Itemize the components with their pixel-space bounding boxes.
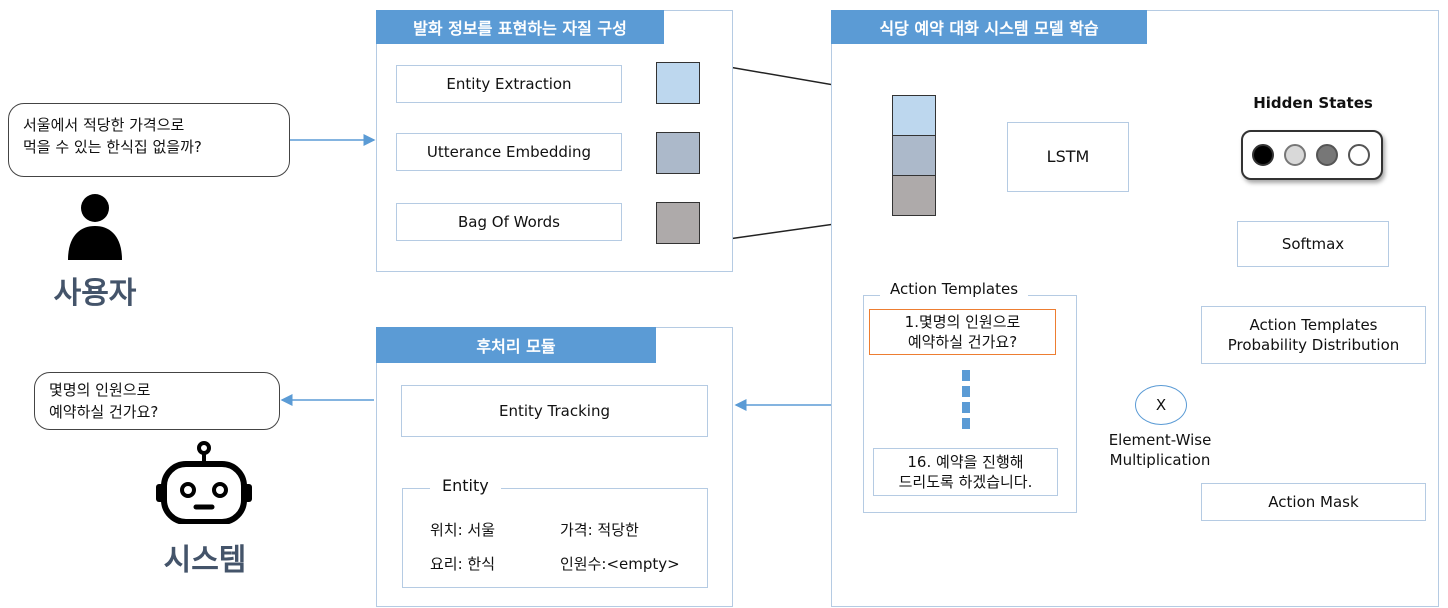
person-icon [62, 192, 128, 262]
multiply-node: X [1135, 385, 1187, 425]
probability-distribution-line1: Action Templates [1249, 316, 1378, 334]
bow-feature-square [656, 202, 700, 244]
system-label: 시스템 [163, 543, 247, 578]
input-vector-embedding [892, 136, 936, 176]
action-template-last-line2: 드리도록 하겠습니다. [898, 473, 1033, 491]
system-bubble-line1: 몇명의 인원으로 [49, 381, 151, 399]
user-bubble-line2: 먹을 수 있는 한식집 없을까? [23, 138, 202, 156]
multiply-label-line2: Multiplication [1109, 451, 1211, 469]
ellipsis-dot [962, 386, 970, 397]
utterance-embedding-box: Utterance Embedding [396, 133, 622, 171]
ellipsis-dot [962, 402, 970, 413]
action-template-first: 1.몇명의 인원으로 예약하실 건가요? [869, 309, 1056, 355]
entity-extraction-box: Entity Extraction [396, 65, 622, 103]
lstm-box: LSTM [1007, 122, 1129, 192]
hidden-state-unit [1348, 144, 1370, 166]
action-template-first-line1: 1.몇명의 인원으로 [904, 313, 1021, 331]
action-template-first-line2: 예약하실 건가요? [907, 333, 1018, 351]
model-panel-title: 식당 예약 대화 시스템 모델 학습 [831, 10, 1147, 44]
action-template-last-line1: 16. 예약을 진행해 [907, 453, 1024, 471]
action-templates-title: Action Templates [880, 280, 1029, 298]
action-template-last: 16. 예약을 진행해 드리도록 하겠습니다. [873, 448, 1058, 496]
user-bubble-line1: 서울에서 적당한 가격으로 [23, 116, 185, 134]
softmax-box: Softmax [1237, 221, 1389, 267]
multiply-label-line1: Element-Wise [1108, 431, 1212, 449]
multiply-label: Element-Wise Multiplication [1100, 430, 1220, 470]
entity-tracking-box: Entity Tracking [401, 385, 708, 437]
system-bubble-line2: 예약하실 건가요? [49, 403, 159, 421]
entity-cuisine: 요리: 한식 [430, 555, 496, 573]
system-speech-bubble: 몇명의 인원으로 예약하실 건가요? [34, 372, 280, 430]
action-mask-box: Action Mask [1201, 483, 1426, 521]
entity-state-box [402, 488, 708, 588]
probability-distribution-line2: Probability Distribution [1227, 336, 1400, 354]
entity-location: 위치: 서울 [430, 521, 496, 539]
bag-of-words-box: Bag Of Words [396, 203, 622, 241]
hidden-state-unit [1316, 144, 1338, 166]
input-vector-bow [892, 176, 936, 216]
robot-icon [154, 440, 254, 525]
entity-price: 가격: 적당한 [560, 521, 639, 539]
ellipsis-dot [962, 370, 970, 381]
probability-distribution-box: Action Templates Probability Distributio… [1201, 306, 1426, 364]
entity-party-size: 인원수:<empty> [560, 555, 680, 573]
entity-state-title: Entity [430, 476, 501, 495]
embedding-feature-square [656, 132, 700, 174]
hidden-states-vector [1241, 130, 1383, 180]
ellipsis-dot [962, 418, 970, 429]
user-label: 사용자 [53, 276, 137, 311]
post-processing-title: 후처리 모듈 [376, 327, 656, 363]
hidden-states-label: Hidden States [1253, 94, 1373, 112]
hidden-state-unit [1252, 144, 1274, 166]
user-speech-bubble: 서울에서 적당한 가격으로 먹을 수 있는 한식집 없을까? [8, 103, 290, 177]
hidden-state-unit [1284, 144, 1306, 166]
entity-feature-square [656, 62, 700, 104]
post-processing-panel [376, 327, 733, 607]
feature-panel-title: 발화 정보를 표현하는 자질 구성 [376, 10, 664, 44]
input-vector-entity [892, 95, 936, 136]
